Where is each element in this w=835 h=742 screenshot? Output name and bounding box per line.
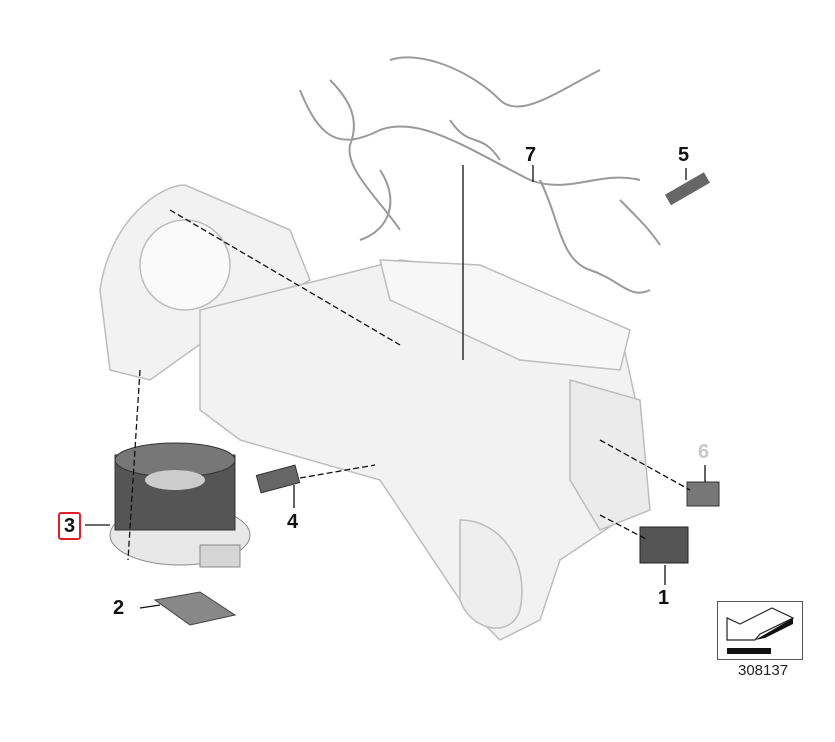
leader-lines [85,165,706,609]
part-label-3[interactable]: 3 [58,512,82,540]
part-label-6[interactable]: 6 [698,441,710,463]
hvac-housing [99,184,651,641]
part-label-2[interactable]: 2 [113,597,125,619]
part-label-4[interactable]: 4 [287,511,299,533]
reference-box [717,601,803,660]
actuator-part-1 [639,526,689,564]
sensor-part-4 [255,464,301,494]
wiring-harness [299,56,661,294]
actuator-part-6 [686,481,720,507]
reference-number: 308137 [738,662,789,679]
reference-arrow-icon [726,607,795,654]
sensor-part-5 [664,172,710,206]
part-label-7[interactable]: 7 [525,144,537,166]
part-label-1[interactable]: 1 [658,587,670,609]
blower-resistor [153,591,237,626]
part-label-5[interactable]: 5 [678,144,690,166]
blower-motor [109,442,251,568]
